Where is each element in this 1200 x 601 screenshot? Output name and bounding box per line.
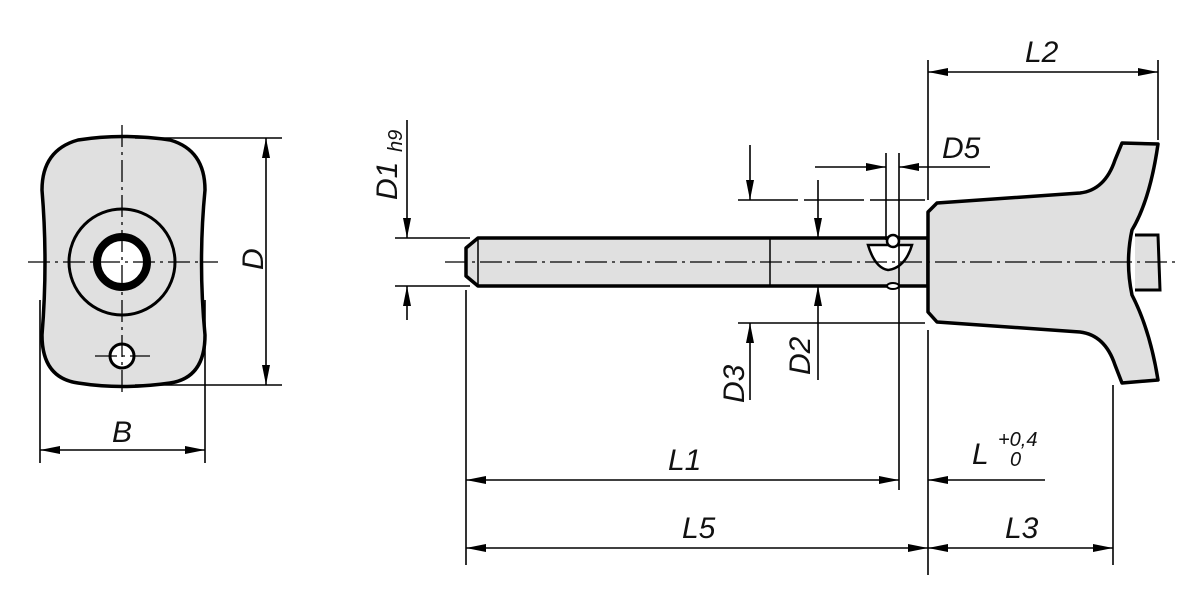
end-view: D B xyxy=(28,125,282,463)
locking-ball xyxy=(866,243,914,272)
label-D5: D5 xyxy=(942,132,981,165)
label-D: D xyxy=(237,248,270,270)
label-D1-tolerance: h9 xyxy=(385,130,407,152)
label-L: L xyxy=(972,438,989,471)
label-L3: L3 xyxy=(1005,512,1039,545)
label-L-tolerance-lower: 0 xyxy=(1010,449,1021,471)
label-B: B xyxy=(112,416,132,449)
label-D2: D2 xyxy=(784,336,817,375)
side-view: D1 h9 D3 D2 D5 L2 L1 L +0,4 0 L5 L3 xyxy=(371,36,1175,575)
label-L2: L2 xyxy=(1025,36,1059,69)
label-D3: D3 xyxy=(718,364,751,403)
label-D1: D1 xyxy=(371,162,404,200)
label-L5: L5 xyxy=(682,512,716,545)
label-L1: L1 xyxy=(668,444,701,477)
label-L-tolerance-upper: +0,4 xyxy=(998,429,1037,451)
t-handle xyxy=(926,141,1160,385)
